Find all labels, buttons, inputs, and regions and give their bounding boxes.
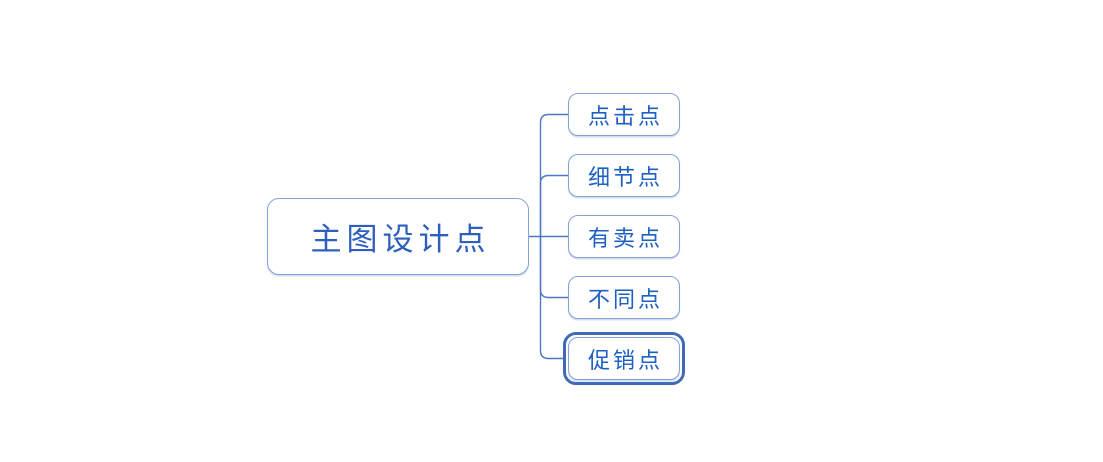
child-node-label: 促销点 — [587, 347, 663, 373]
connector-root-to-child-2 — [539, 174, 568, 237]
root-node[interactable]: 主图设计点 — [267, 198, 529, 275]
child-node-selling-point[interactable]: 有卖点 — [568, 215, 680, 258]
child-node-difference-point[interactable]: 不同点 — [568, 276, 680, 319]
connector-root-to-child-4 — [539, 236, 568, 299]
child-node-detail-point[interactable]: 细节点 — [568, 154, 680, 197]
child-node-label: 细节点 — [587, 164, 663, 190]
child-node-label: 不同点 — [587, 286, 663, 312]
child-node-label: 有卖点 — [587, 225, 663, 251]
child-node-label: 点击点 — [587, 103, 663, 129]
child-node-promotion-point-selected[interactable]: 促销点 — [568, 337, 680, 380]
connector-root-to-child-1 — [539, 113, 568, 237]
connector-root-to-child-5 — [539, 236, 564, 360]
child-node-click-point[interactable]: 点击点 — [568, 93, 680, 136]
root-node-label: 主图设计点 — [310, 222, 491, 257]
